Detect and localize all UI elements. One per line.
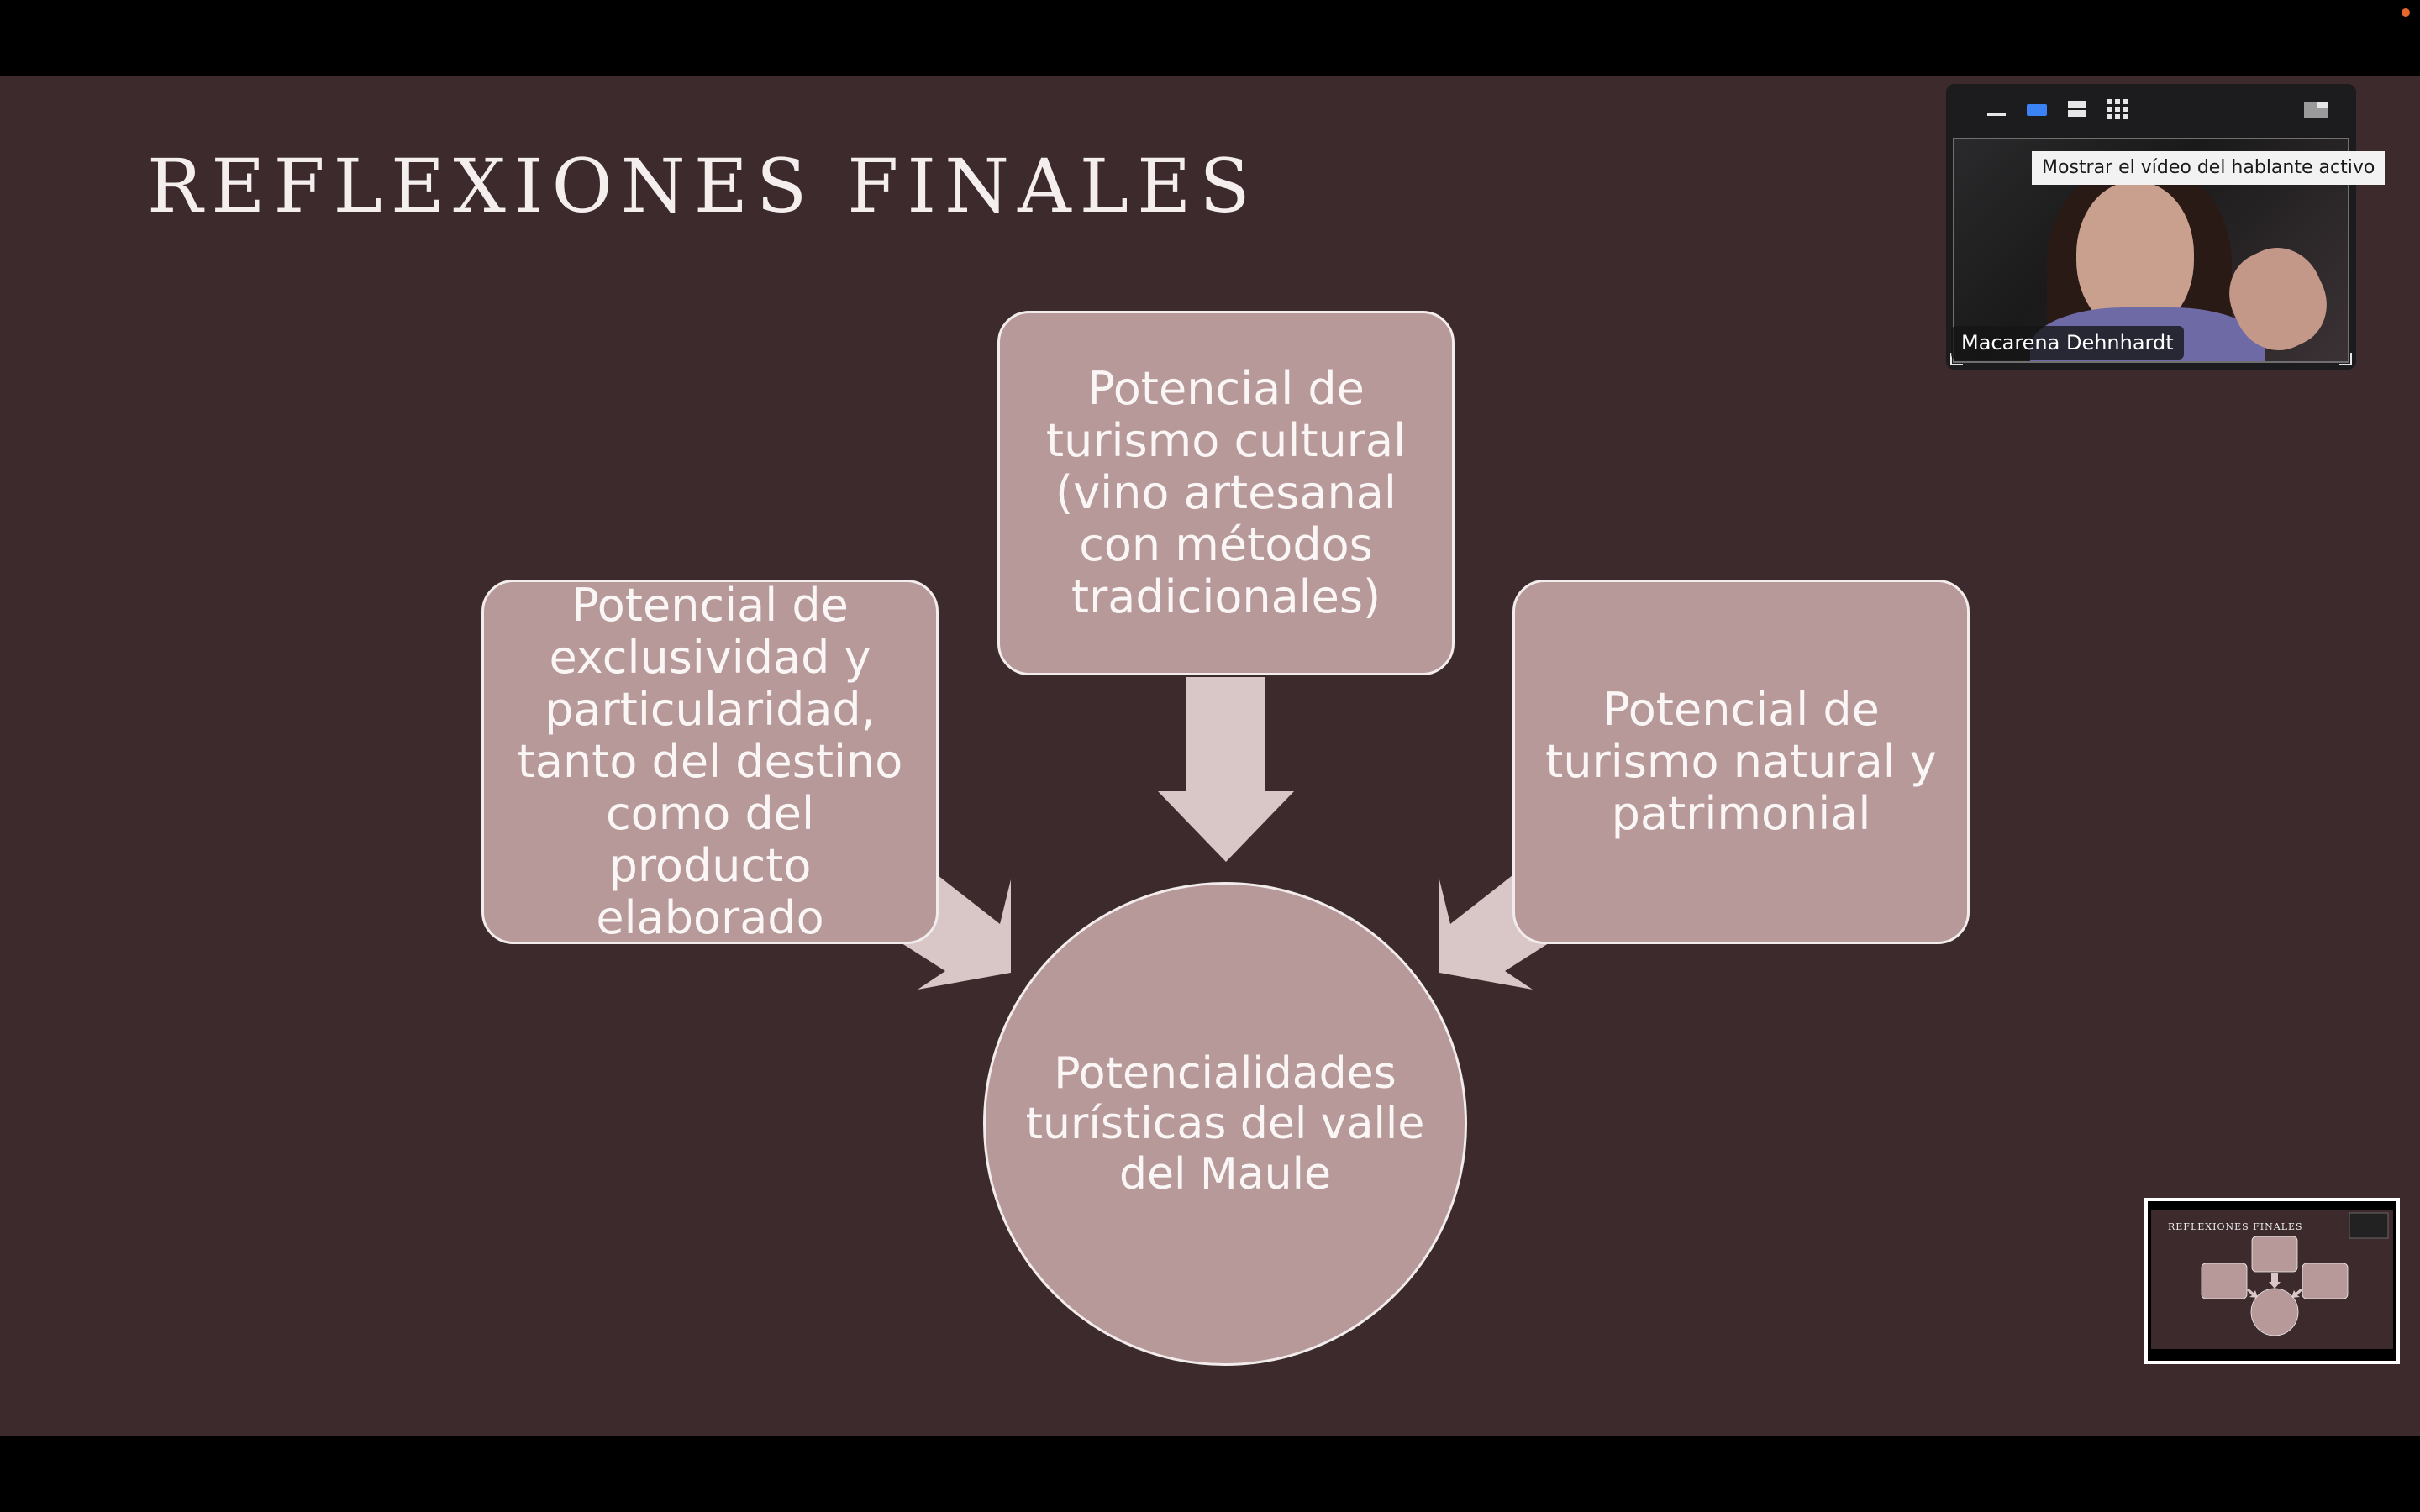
slide-title: REFLEXIONES FINALES xyxy=(147,143,1259,229)
thumbnail-diagram xyxy=(2201,1212,2389,1336)
speaker-view-icon xyxy=(2027,104,2047,116)
slide-thumbnail-preview[interactable]: REFLEXIONES FINALES xyxy=(2144,1198,2400,1364)
thumb-arrow-right xyxy=(2291,1289,2302,1298)
center-circle: Potencialidades turísticas del valle del… xyxy=(983,882,1467,1366)
box-natural-tourism: Potencial de turismo natural y patrimoni… xyxy=(1512,580,1970,944)
top-black-bar xyxy=(0,0,2420,76)
box-cultural-tourism: Potencial de turismo cultural (vino arte… xyxy=(997,311,1455,675)
box-exclusivity-text: Potencial de exclusividad y particularid… xyxy=(517,579,903,944)
thumb-arrow-down xyxy=(2269,1273,2281,1289)
pip-exit-icon xyxy=(2304,102,2328,118)
thumbnail-title: REFLEXIONES FINALES xyxy=(2168,1221,2303,1232)
active-speaker-tooltip: Mostrar el vídeo del hablante activo xyxy=(2032,151,2386,185)
gallery-view-icon xyxy=(2107,99,2128,119)
stacked-view-button[interactable] xyxy=(2062,94,2092,124)
bottom-black-bar xyxy=(0,1436,2420,1512)
stacked-view-icon xyxy=(2068,101,2086,117)
pip-exit-button[interactable] xyxy=(2301,94,2331,124)
thumb-box-left xyxy=(2201,1263,2248,1299)
arrow-down xyxy=(1158,677,1294,862)
thumb-box-top xyxy=(2251,1236,2298,1273)
thumb-center-circle xyxy=(2250,1288,2299,1336)
box-natural-tourism-text: Potencial de turismo natural y patrimoni… xyxy=(1545,683,1937,840)
box-exclusivity: Potencial de exclusividad y particularid… xyxy=(481,580,939,944)
speaker-view-button[interactable] xyxy=(2022,94,2052,124)
gallery-view-button[interactable] xyxy=(2102,94,2133,124)
minimize-button[interactable] xyxy=(1981,94,2012,124)
thumb-box-right xyxy=(2302,1263,2349,1299)
speaker-name-tag: Macarena Dehnhardt xyxy=(1951,326,2184,360)
speaker-video-panel[interactable] xyxy=(1946,84,2356,370)
thumb-arrow-left xyxy=(2247,1289,2258,1298)
thumbnail-slide: REFLEXIONES FINALES xyxy=(2151,1210,2393,1349)
speaker-video-feed xyxy=(1953,138,2349,363)
recording-indicator-icon xyxy=(2402,8,2410,17)
thumb-video-mini xyxy=(2349,1212,2389,1239)
box-cultural-tourism-text: Potencial de turismo cultural (vino arte… xyxy=(1045,362,1407,623)
center-circle-text: Potencialidades turísticas del valle del… xyxy=(1025,1048,1425,1200)
resize-handle-bottom-right-icon[interactable] xyxy=(2338,351,2353,366)
video-panel-toolbar xyxy=(1946,84,2356,134)
minimize-icon xyxy=(1987,113,2006,116)
